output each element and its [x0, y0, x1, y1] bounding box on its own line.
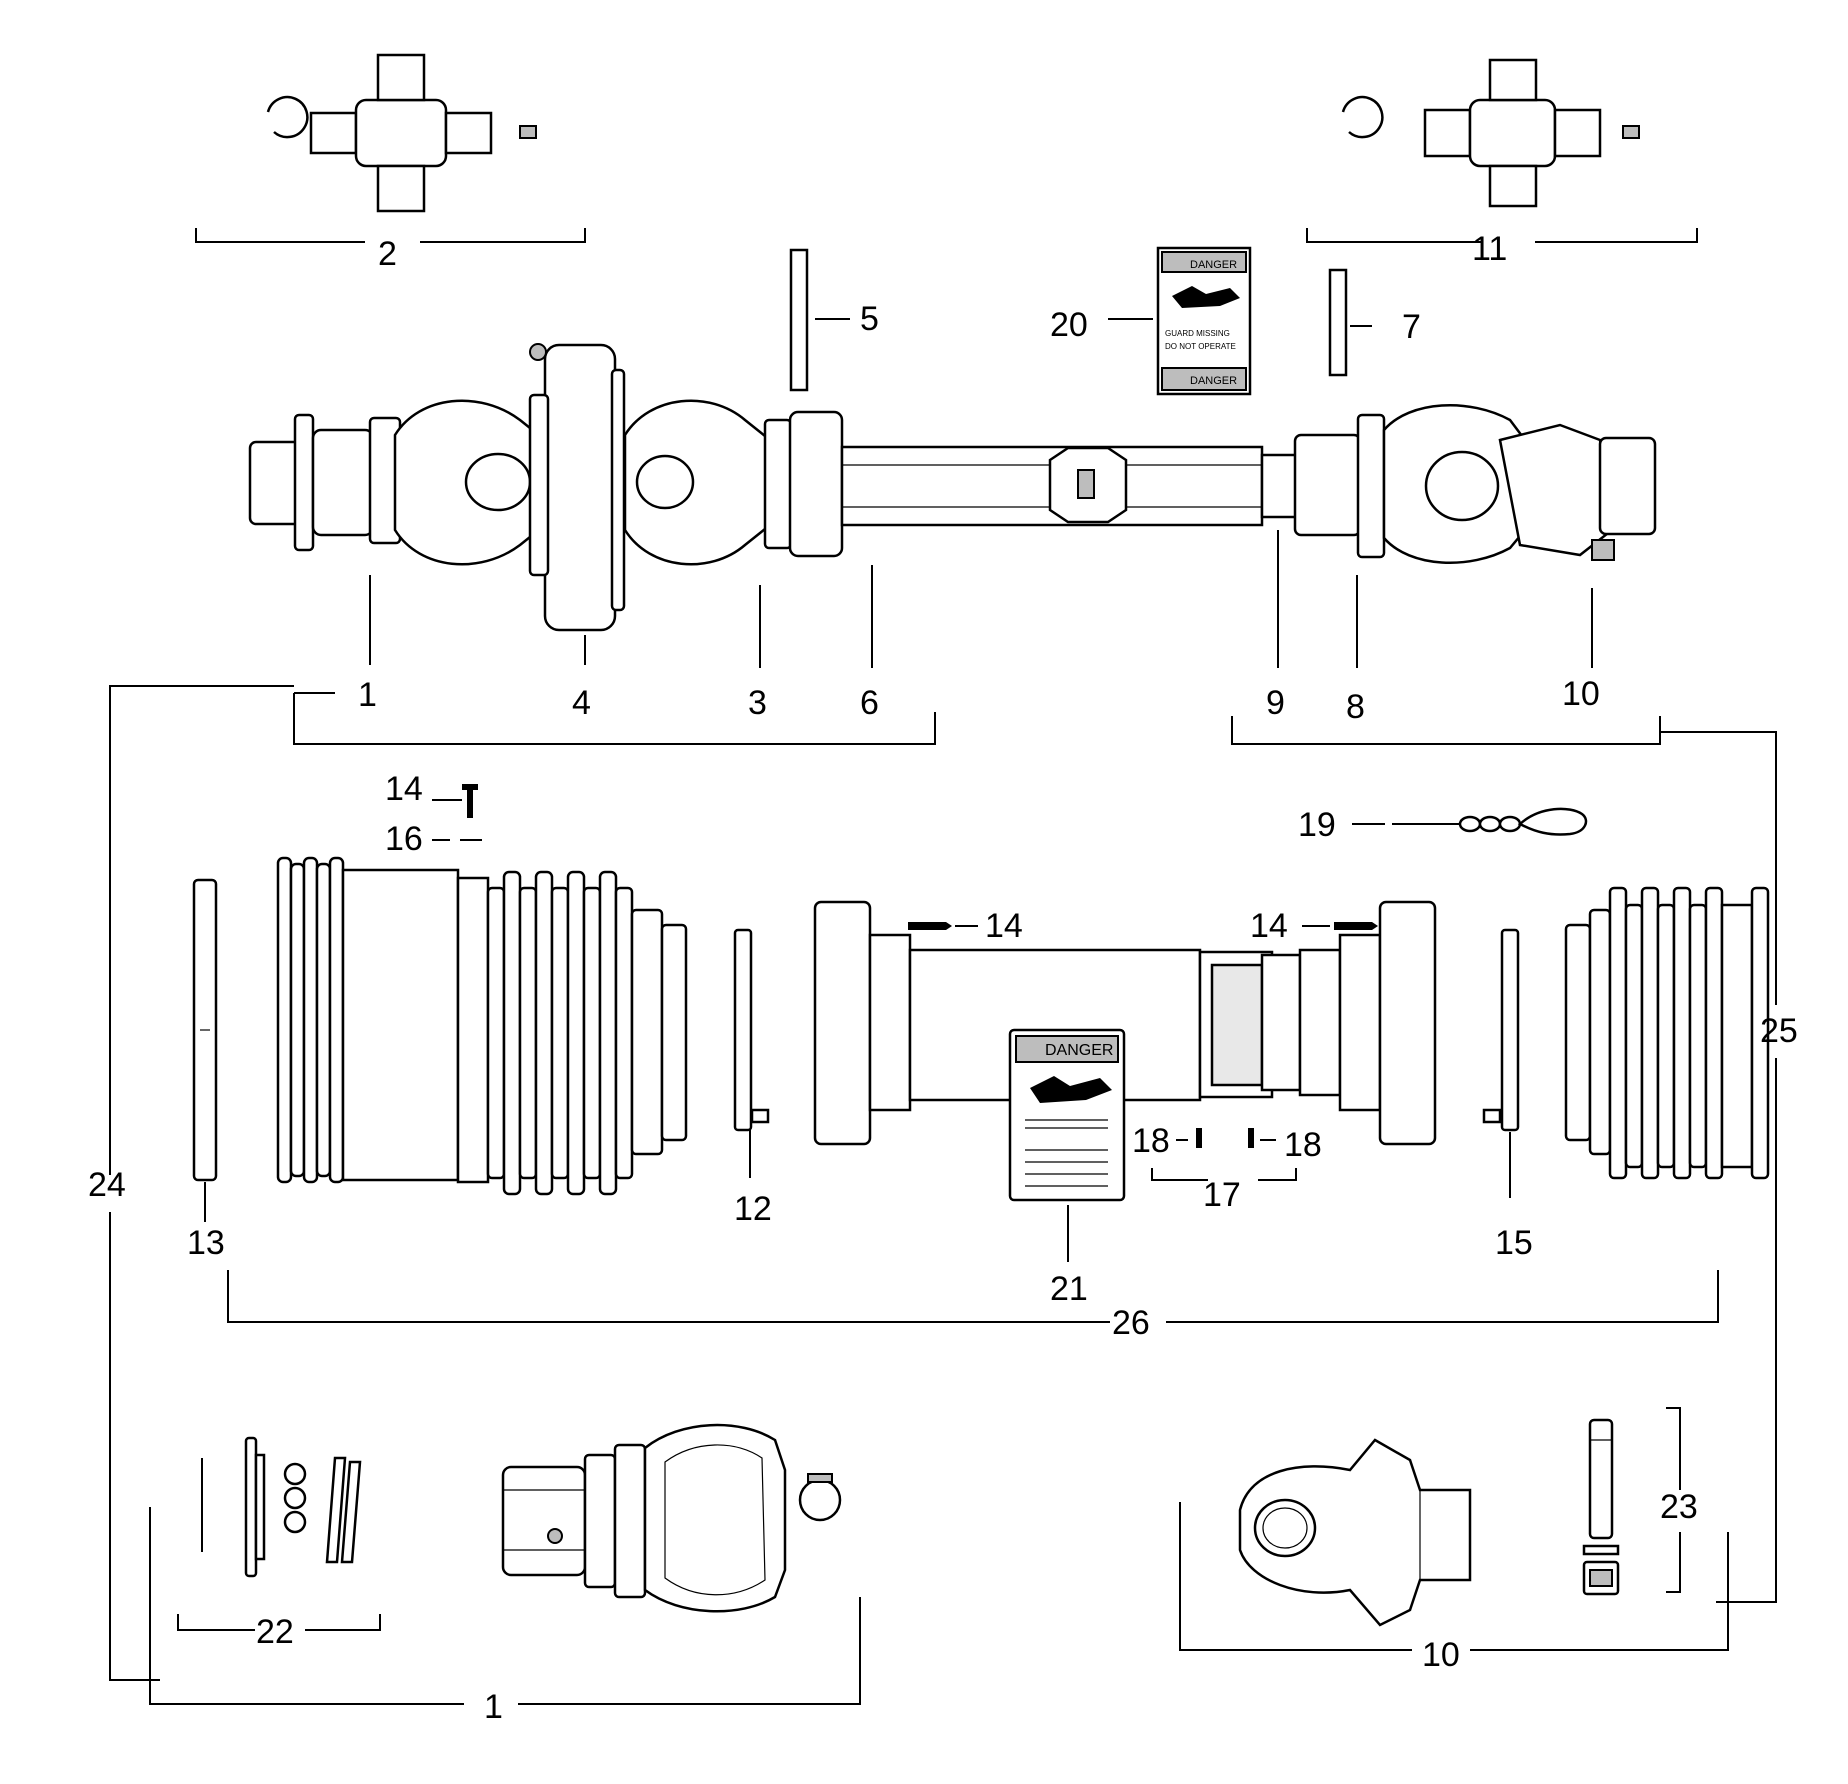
callout-15: 15: [1495, 1224, 1533, 1262]
guard-bearing-12: [733, 928, 753, 1132]
callout-22: 22: [256, 1613, 294, 1651]
decal-danger-text-top: DANGER: [1190, 259, 1237, 271]
callout-14-c: 14: [1250, 907, 1288, 945]
callout-7: 7: [1402, 308, 1421, 346]
decal-guard-missing-text: GUARD MISSING: [1165, 329, 1230, 338]
rivet-icon: [908, 922, 952, 930]
callout-20: 20: [1050, 306, 1088, 344]
pin-bolt-23: [1582, 1418, 1620, 1596]
callout-6: 6: [860, 684, 879, 722]
callout-1-bottom: 1: [484, 1688, 503, 1726]
safety-chain-icon: [1392, 807, 1588, 836]
decal-danger-large-text: DANGER: [1045, 1042, 1113, 1059]
decal-do-not-operate-text: DO NOT OPERATE: [1165, 342, 1236, 351]
screw-icon: [1248, 1128, 1254, 1148]
cross-bearing-cap-icon: [1423, 108, 1472, 158]
callout-14-a: 14: [385, 770, 423, 808]
callout-3: 3: [748, 684, 767, 722]
pin-7: [1328, 268, 1348, 377]
callout-10-top: 10: [1562, 675, 1600, 713]
callout-19: 19: [1298, 806, 1336, 844]
danger-decal-small: DANGER GUARD MISSING DO NOT OPERATE DANG…: [1156, 246, 1252, 396]
callout-24: 24: [88, 1166, 126, 1204]
callout-23: 23: [1660, 1488, 1698, 1526]
rivet-icon: [1334, 922, 1378, 930]
callout-10-bottom: 10: [1422, 1636, 1460, 1674]
callout-16: 16: [385, 820, 423, 858]
guard-bearing-15: [1500, 928, 1520, 1132]
screw-icon: [1196, 1128, 1202, 1148]
callout-8: 8: [1346, 688, 1365, 726]
callout-11: 11: [1472, 230, 1507, 268]
driveshaft-assembly: [248, 343, 1657, 632]
callout-1-top: 1: [358, 676, 377, 714]
callout-4: 4: [572, 684, 591, 722]
callout-18-a: 18: [1132, 1122, 1170, 1160]
grease-fitting-icon: [1622, 125, 1640, 139]
snap-ring-icon: [1341, 95, 1384, 139]
leader-lines-top: [293, 318, 1661, 745]
cross-bearing-cap-icon: [309, 111, 358, 155]
shear-bolt-5: [789, 248, 809, 392]
callout-18-b: 18: [1284, 1126, 1322, 1164]
callout-9: 9: [1266, 684, 1285, 722]
callout-12: 12: [734, 1190, 772, 1228]
grease-fitting-icon: [519, 125, 537, 139]
callout-21: 21: [1050, 1270, 1088, 1308]
repair-kit-22: [201, 1436, 362, 1578]
yoke-10: [1238, 1438, 1472, 1627]
callout-13: 13: [187, 1224, 225, 1262]
cross-bearing-kit-right: [1306, 58, 1698, 243]
callout-17: 17: [1203, 1176, 1241, 1214]
cv-center-housing: [543, 343, 617, 632]
callout-26: 26: [1112, 1304, 1150, 1342]
snap-ring-icon: [266, 95, 309, 139]
screw-icon: [462, 784, 478, 818]
cross-bearing-kit-left: [195, 53, 586, 243]
decal-danger-text-bottom: DANGER: [1190, 375, 1237, 387]
callout-2: 2: [378, 235, 397, 273]
yoke-assembly-1: [501, 1423, 842, 1613]
callout-14-b: 14: [985, 907, 1023, 945]
danger-decal-large: DANGER: [1008, 1028, 1126, 1202]
callout-5: 5: [860, 300, 879, 338]
guard-cone-left: [276, 856, 688, 1196]
guard-cone-right: [1564, 886, 1770, 1180]
callout-25: 25: [1760, 1012, 1798, 1050]
